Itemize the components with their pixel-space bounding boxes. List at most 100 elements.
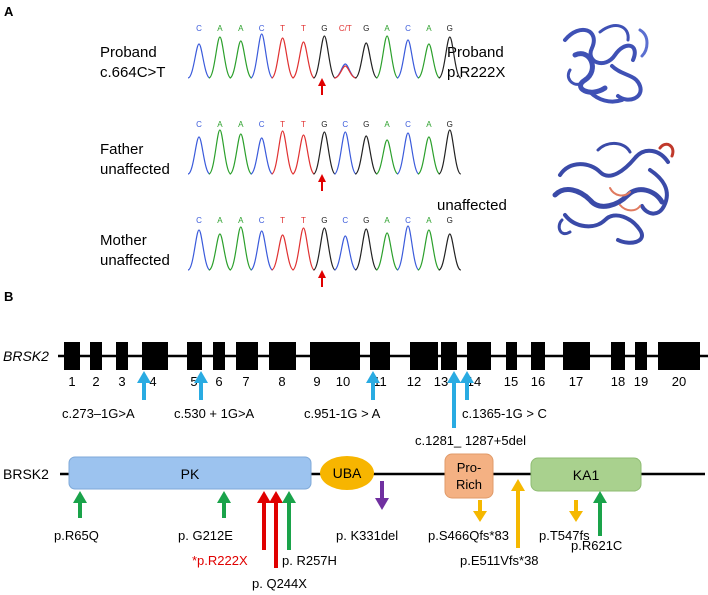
base-call: T [301,216,306,225]
chromatogram-peak [417,43,441,79]
chromatogram-peak [271,234,295,271]
exon-box-17 [563,342,590,370]
exon-number-4: 4 [149,374,156,389]
base-call: G [363,216,369,225]
variant-r621c: p.R621C [571,538,622,553]
variant-q244x: p. Q244X [252,576,307,591]
exon-box-19 [635,342,647,370]
base-call: C [405,216,411,225]
exon-box-11 [370,342,390,370]
unaffected-protein-label: unaffected [437,197,507,214]
base-call: C [196,120,202,129]
pk-domain-label: PK [181,466,200,482]
splice-variant-3: c.951-1G > A [304,406,381,421]
exon-box-20 [658,342,700,370]
proband-mutation-label: c.664C>T [100,64,165,81]
chromatogram-peak [208,233,232,271]
variant-r257h: p. R257H [282,553,337,568]
pk-domain [68,456,312,490]
base-call: C [405,120,411,129]
chromatogram-peak [333,131,357,175]
base-call: G [447,24,453,33]
chromatogram-peak [208,36,232,79]
gene-name-label: BRSK2 [3,348,49,364]
base-call: C [259,24,265,33]
base-call: G [447,120,453,129]
variant-r222x: *p.R222X [192,553,248,568]
splice-arrow-5 [460,371,474,400]
chromatogram-peak [396,132,420,175]
chromatogram-peak [312,131,336,175]
exon-box-12 [410,342,438,370]
uba-domain [320,456,374,490]
chromatogram-peak [438,36,462,79]
exon-box-16 [531,342,545,370]
exon-number-18: 18 [611,374,625,389]
chromatogram-peak [229,226,253,271]
arrow-r222x [257,491,271,550]
proband-label: Proband [100,44,157,61]
chromatogram-peak [375,35,399,79]
base-call: C/T [339,24,352,33]
base-call: C [196,216,202,225]
base-call: A [384,24,390,33]
exon-box-5 [187,342,202,370]
base-call: G [321,24,327,33]
splice-arrow-2 [194,371,208,400]
base-call: A [238,120,244,129]
chromatogram-peak [354,228,378,271]
chromatogram-peak [438,129,462,175]
chromatogram-peak [438,233,462,271]
exon-box-13 [441,342,457,370]
splice-arrow-1 [137,371,151,400]
base-call: A [238,216,244,225]
arrow-k331del [375,481,389,510]
splice-arrow-3 [366,371,380,400]
chromatogram-peak [417,136,441,175]
chromatogram-peak [250,137,274,175]
exon-number-9: 9 [313,374,320,389]
chromatogram-peak [271,37,295,79]
variant-e511vfs: p.E511Vfs*38 [460,553,539,568]
chromatogram-peak [312,35,336,79]
exon-box-3 [116,342,128,370]
chromatogram-peak [417,229,441,271]
exon-box-6 [213,342,225,370]
base-call: A [238,24,244,33]
exon-box-10 [325,342,360,370]
prorich-domain [444,453,494,499]
chromatogram-peak [375,139,399,175]
splice-variant-2: c.530 + 1G>A [174,406,255,421]
exon-number-20: 20 [672,374,686,389]
variant-k331del: p. K331del [336,528,398,543]
exon-number-2: 2 [92,374,99,389]
chromatogram-peak [229,40,253,79]
ka1-domain [530,457,642,492]
chromatogram-peak [187,229,211,271]
uba-domain-label: UBA [333,465,362,481]
prorich-domain-label-line1: Pro- [457,460,482,475]
chromatogram-peak [291,134,316,175]
base-call: A [426,120,432,129]
chromatogram-peak [354,42,378,79]
base-call: A [217,120,223,129]
chromatogram-peak [333,235,357,271]
exon-box-18 [611,342,625,370]
panel-a-label: A [4,4,14,19]
chromatogram-peak [396,225,420,271]
father-status-label: unaffected [100,161,170,178]
exon-number-10: 10 [336,374,350,389]
base-call: C [259,216,265,225]
base-call: C [196,24,202,33]
splice-arrow-4 [447,371,461,428]
chromatogram-peak [229,133,253,175]
exon-number-6: 6 [215,374,222,389]
base-call: C [342,216,348,225]
base-call: T [301,24,306,33]
arrow-q244x [269,491,283,568]
exon-number-19: 19 [634,374,648,389]
arrow-s466qfs [473,500,487,522]
base-call: T [280,24,285,33]
